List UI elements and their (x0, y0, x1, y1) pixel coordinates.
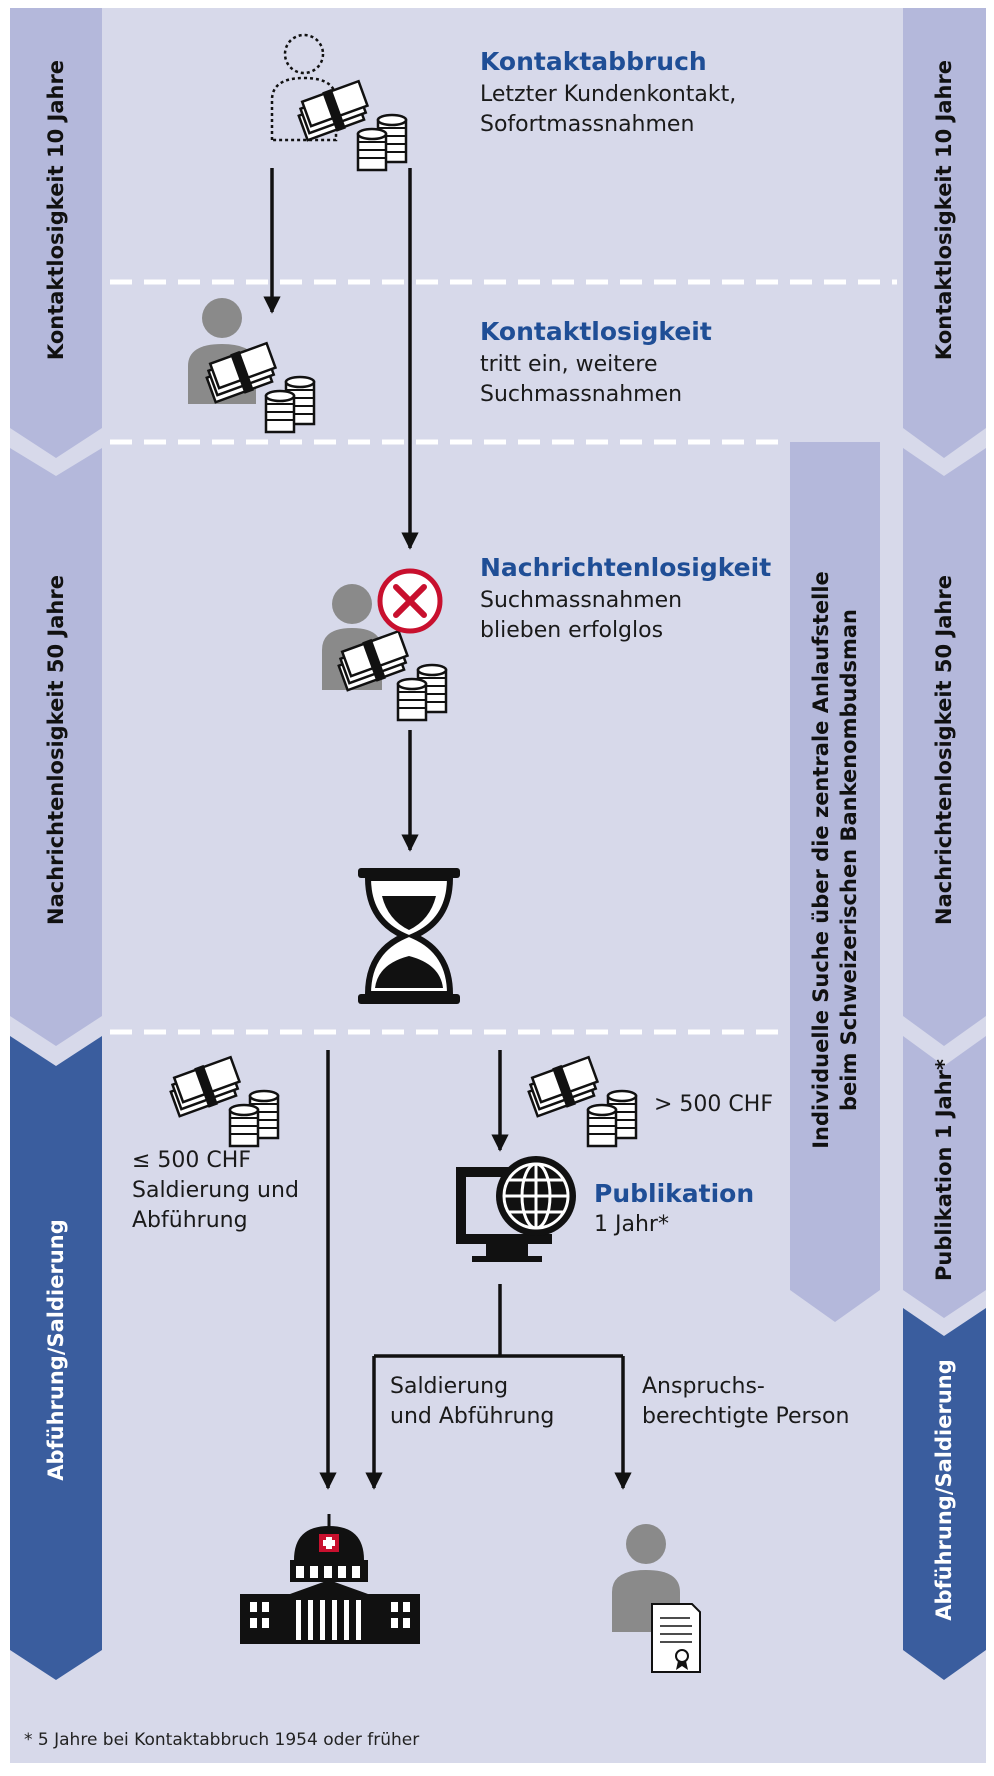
branch-right-line-2: berechtigte Person (642, 1404, 850, 1429)
left-band-kontaktlosigkeit (10, 8, 102, 458)
kontaktlosigkeit-icon (188, 298, 316, 434)
kontaktabbruch-line-2: Sofortmassnahmen (480, 112, 695, 137)
right-band-1-label: Kontaktlosigkeit 10 Jahre (932, 59, 956, 361)
right-band-kontaktlosigkeit (903, 8, 986, 458)
kontaktlosigkeit-line-2: Suchmassnahmen (480, 382, 683, 407)
footnote: * 5 Jahre bei Kontaktabbruch 1954 oder f… (24, 1730, 420, 1750)
error-x-icon (377, 568, 443, 634)
right-band-publikation (903, 1036, 986, 1318)
right-band-abfuehrung (903, 1308, 986, 1680)
right-band-4-label: Abführung/Saldierung (932, 1359, 956, 1621)
federal-palace-icon (240, 1514, 420, 1644)
left-band-3-label: Abführung/Saldierung (44, 1219, 68, 1481)
publikation-line-1: 1 Jahr* (594, 1212, 669, 1237)
search-band-line-1: Individuelle Suche über die zentrale Anl… (809, 571, 833, 1149)
right-band-nachrichtenlosigkeit (903, 448, 986, 1046)
left-band-1-label: Kontaktlosigkeit 10 Jahre (44, 59, 68, 361)
search-band-label: Individuelle Suche über die zentrale Anl… (807, 571, 863, 1149)
kontaktlosigkeit-line-1: tritt ein, weitere (480, 352, 658, 377)
kontaktabbruch-line-1: Letzter Kundenkontakt, (480, 82, 737, 107)
right-band-2-label: Nachrichtenlosigkeit 50 Jahre (932, 575, 956, 925)
branch-left-line-2: und Abführung (390, 1404, 555, 1429)
kontaktabbruch-title: Kontaktabbruch (480, 47, 707, 76)
nachrichtenlosigkeit-line-2: blieben erfolglos (480, 618, 664, 643)
small-amount-line-1: ≤ 500 CHF (132, 1148, 251, 1173)
large-amount-label: > 500 CHF (654, 1092, 773, 1117)
right-band-3-label: Publikation 1 Jahr* (932, 1058, 956, 1282)
monitor-globe-icon (456, 1156, 576, 1262)
publikation-title: Publikation (594, 1179, 755, 1208)
small-amount-line-2: Saldierung und (132, 1178, 299, 1203)
hourglass-icon (358, 868, 460, 1004)
kontaktabbruch-icon (270, 33, 408, 172)
branch-left-line-1: Saldierung (390, 1374, 509, 1399)
search-band-line-2: beim Schweizerischen Bankenombudsman (837, 608, 861, 1112)
small-amount-line-3: Abführung (132, 1208, 248, 1233)
branch-right-line-1: Anspruchs- (642, 1374, 765, 1399)
left-band-abfuehrung (10, 1036, 102, 1680)
left-band-nachrichtenlosigkeit (10, 448, 102, 1046)
search-band (790, 442, 880, 1322)
nachrichtenlosigkeit-line-1: Suchmassnahmen (480, 588, 683, 613)
nachrichtenlosigkeit-title: Nachrichtenlosigkeit (480, 553, 772, 582)
kontaktlosigkeit-title: Kontaktlosigkeit (480, 317, 712, 346)
nachrichtenlosigkeit-icon (322, 584, 448, 722)
certificate-icon (651, 1603, 701, 1673)
left-band-2-label: Nachrichtenlosigkeit 50 Jahre (44, 575, 68, 925)
